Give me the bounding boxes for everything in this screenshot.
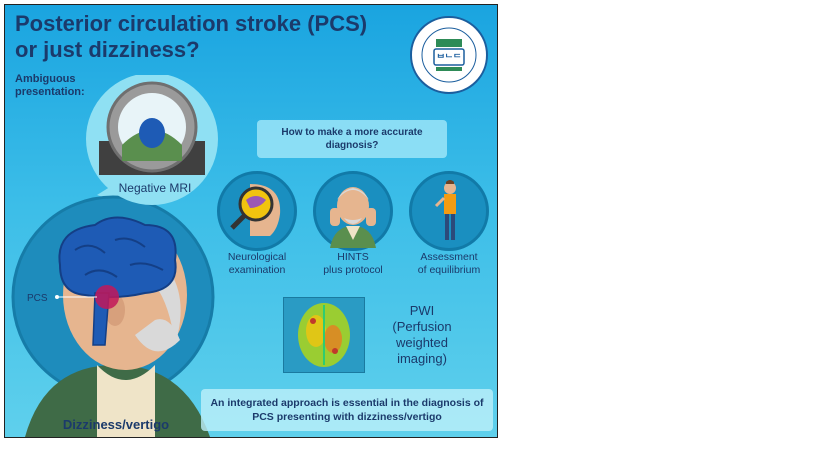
title-line-2: or just dizziness? — [15, 37, 200, 62]
caption-line: Assessment — [420, 251, 478, 263]
caption-line: HINTS — [337, 251, 369, 263]
university-seal-logo: ᄇᄂᄃ — [410, 16, 488, 94]
mri-bubble — [86, 75, 218, 205]
standing-person-icon — [434, 180, 456, 240]
hints-plus-caption: HINTS plus protocol — [308, 251, 398, 277]
caption-line: plus protocol — [323, 264, 383, 276]
title: Posterior circulation stroke (PCS) or ju… — [15, 11, 395, 63]
pwi-line: PWI — [409, 303, 435, 318]
infographic-panel: Posterior circulation stroke (PCS) or ju… — [4, 4, 498, 438]
neurological-exam-circle — [217, 171, 297, 251]
question-box: How to make a more accurate diagnosis? — [257, 120, 447, 158]
svg-text:ᄇᄂᄃ: ᄇᄂᄃ — [437, 53, 462, 64]
neurological-exam-caption: Neurological examination — [212, 251, 302, 277]
pwi-brain-image — [283, 297, 365, 373]
pwi-line: weighted — [395, 335, 449, 350]
integrated-approach-box: An integrated approach is essential in t… — [201, 389, 493, 431]
caption-line: of equilibrium — [417, 264, 481, 276]
neurological-exam-icon — [230, 184, 281, 236]
title-line-1: Posterior circulation stroke (PCS) — [15, 11, 368, 36]
pwi-line: (Perfusion — [392, 319, 452, 334]
ambiguous-presentation-label: Ambiguous presentation: — [15, 73, 85, 98]
hints-plus-circle — [313, 171, 393, 251]
hints-plus-icon — [330, 187, 376, 248]
negative-mri-label: Negative MRI — [118, 181, 192, 195]
pcs-label: PCS — [27, 293, 48, 304]
caption-line: examination — [228, 264, 286, 276]
pwi-label: PWI (Perfusion weighted imaging) — [387, 303, 457, 367]
equilibrium-circle — [409, 171, 489, 251]
dizziness-vertigo-label: Dizziness/vertigo — [62, 417, 170, 432]
caption-line: Neurological — [227, 251, 287, 263]
pwi-line: imaging) — [397, 351, 447, 366]
equilibrium-caption: Assessment of equilibrium — [404, 251, 494, 277]
